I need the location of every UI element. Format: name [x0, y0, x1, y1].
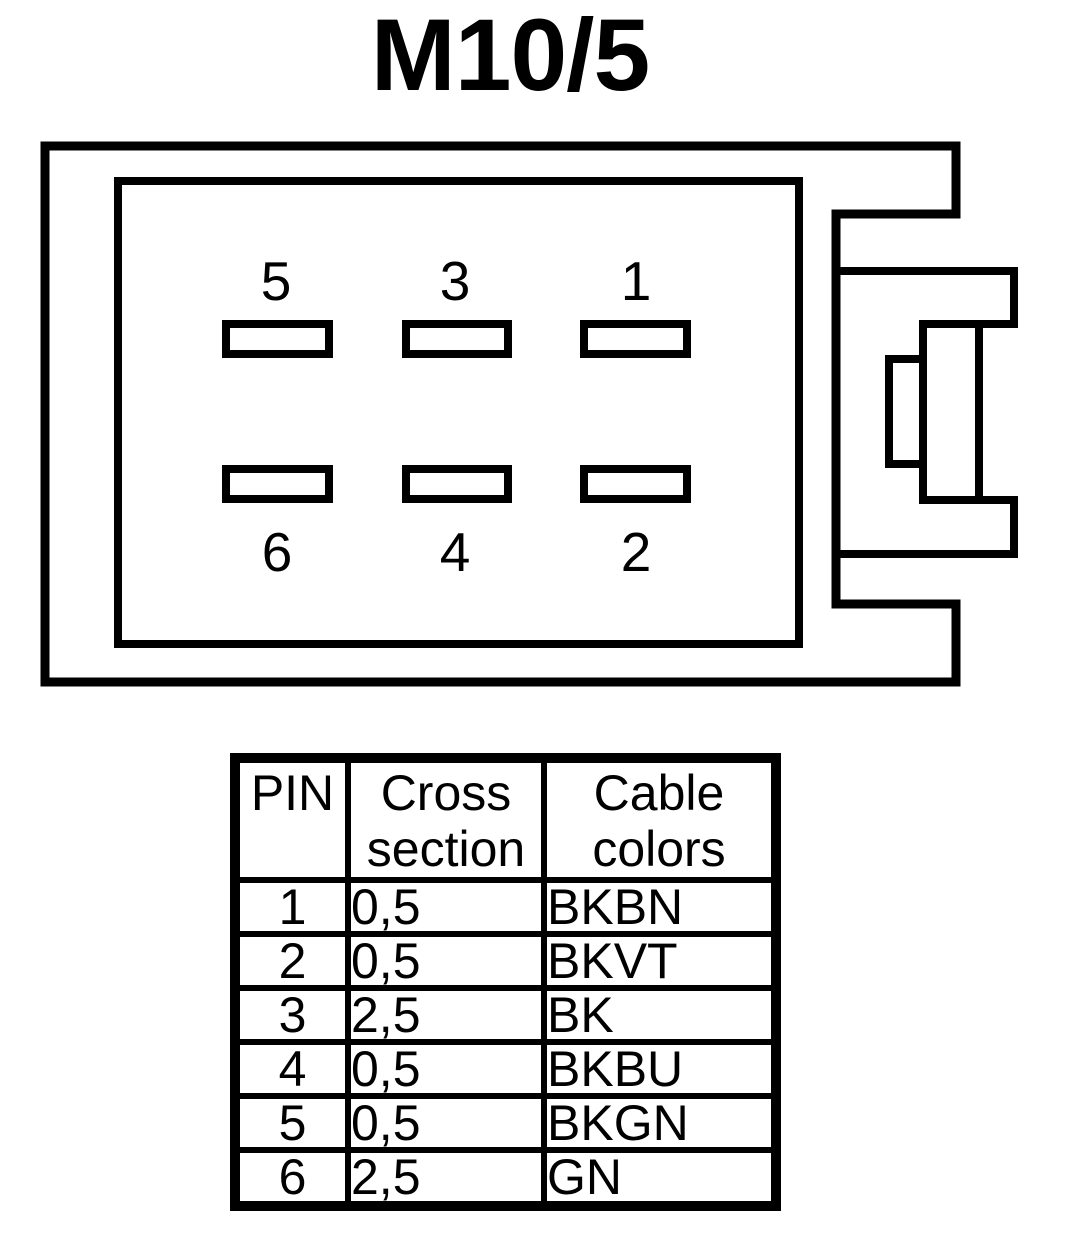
- table-row: 1 0,5 BKBN: [232, 877, 779, 937]
- pin-label-4: 4: [440, 521, 471, 583]
- cell-cable-color: GN: [541, 1147, 779, 1209]
- connector-title: M10/5: [370, 0, 651, 112]
- pin-slot-1: [580, 320, 691, 358]
- pin-label-3: 3: [440, 250, 471, 312]
- cell-cross-section: 2,5: [345, 1147, 547, 1209]
- table-row: 2 0,5 BKVT: [232, 931, 779, 991]
- pin-label-1: 1: [621, 250, 652, 312]
- pin-slot-4: [402, 465, 512, 503]
- cell-pin: 2: [232, 931, 351, 991]
- pin-slot-5: [222, 320, 333, 358]
- pin-slot-3: [402, 320, 512, 358]
- pin-label-6: 6: [262, 521, 293, 583]
- cell-pin: 3: [232, 985, 351, 1045]
- cell-cable-color: BKVT: [541, 931, 779, 991]
- cell-cable-color: BKGN: [541, 1093, 779, 1153]
- cell-pin: 4: [232, 1039, 351, 1099]
- cell-cable-color: BKBN: [541, 877, 779, 937]
- connector-outer-housing: [40, 141, 961, 687]
- cell-cross-section: 0,5: [345, 931, 547, 991]
- cell-cross-section: 0,5: [345, 877, 547, 937]
- pin-table-header-row: PIN Cross section Cable colors: [232, 755, 779, 883]
- cell-pin: 6: [232, 1147, 351, 1209]
- connector-diagram: 5 3 1 6 4 2: [40, 141, 1018, 687]
- table-row: 6 2,5 GN: [232, 1147, 779, 1209]
- pin-slot-6: [222, 465, 333, 503]
- col-header-cable-colors: Cable colors: [541, 755, 779, 883]
- pin-label-2: 2: [621, 521, 652, 583]
- cell-pin: 5: [232, 1093, 351, 1153]
- table-row: 5 0,5 BKGN: [232, 1093, 779, 1153]
- latch-detent: [885, 355, 927, 468]
- latch-beam: [919, 320, 983, 504]
- cell-pin: 1: [232, 877, 351, 937]
- pin-label-5: 5: [261, 250, 292, 312]
- col-header-pin: PIN: [232, 755, 351, 883]
- pin-slot-2: [580, 465, 691, 503]
- col-header-cross-section: Cross section: [345, 755, 547, 883]
- cell-cross-section: 0,5: [345, 1093, 547, 1153]
- cell-cable-color: BKBU: [541, 1039, 779, 1099]
- cell-cable-color: BK: [541, 985, 779, 1045]
- pin-table: PIN Cross section Cable colors 1 0,5 BKB…: [230, 753, 781, 1211]
- table-row: 4 0,5 BKBU: [232, 1039, 779, 1099]
- cell-cross-section: 0,5: [345, 1039, 547, 1099]
- table-row: 3 2,5 BK: [232, 985, 779, 1045]
- connector-inner-frame: [114, 177, 803, 648]
- cell-cross-section: 2,5: [345, 985, 547, 1045]
